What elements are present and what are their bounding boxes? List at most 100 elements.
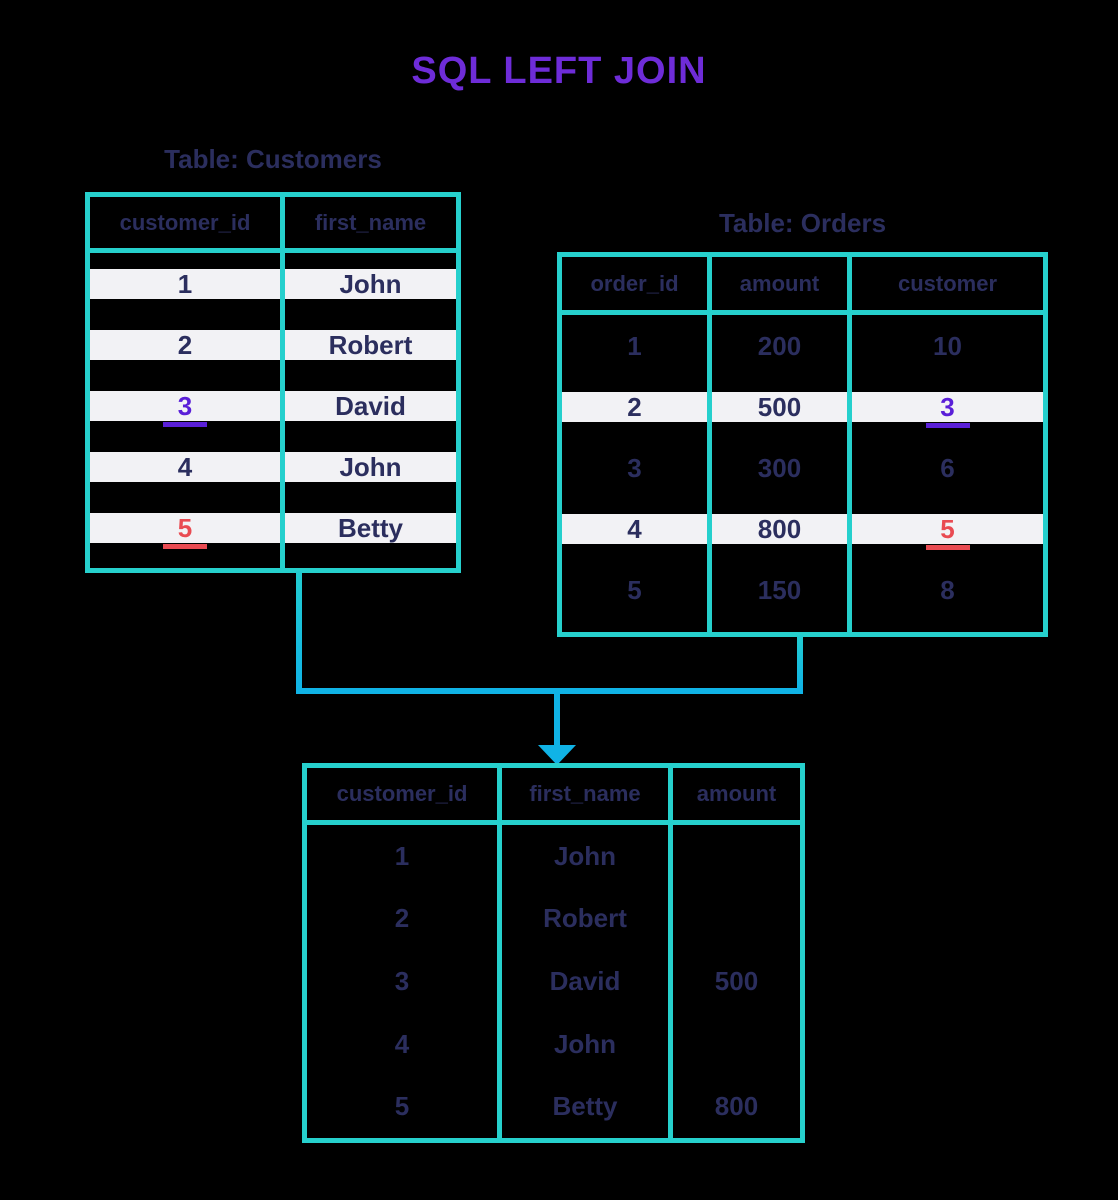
cell-value: 1 (177, 268, 193, 299)
arrow-down-icon (538, 745, 576, 765)
orders-table: order_id amount customer 1 200 10 2 500 … (557, 252, 1048, 637)
result-row: 4 John (307, 1013, 800, 1076)
header-cell-customer-id: customer_id (119, 209, 251, 235)
cell-value: 2 (177, 329, 193, 360)
connector-line-customers (296, 571, 302, 690)
cell-value: 2 (394, 903, 410, 934)
cell-value: 800 (714, 1091, 759, 1122)
header-cell-customer: customer (897, 270, 998, 296)
cell-value: Robert (328, 329, 413, 360)
cell-value: 4 (394, 1028, 410, 1059)
table-cell: Robert (502, 903, 668, 934)
join-key-highlight: 3 (940, 391, 955, 422)
table-cell: 800 (712, 514, 847, 544)
table-cell: 500 (673, 966, 800, 997)
orders-header-row: order_id amount customer (562, 257, 1043, 315)
table-cell: 10 (852, 331, 1043, 361)
result-row: 5 Betty 800 (307, 1075, 800, 1138)
table-cell: 5 (562, 575, 707, 605)
cell-value: 8 (940, 574, 955, 605)
result-header-row: customer_id first_name amount (307, 768, 800, 825)
cell-value: John (553, 1028, 617, 1059)
table-cell: John (502, 841, 668, 872)
customers-row: 1 John (90, 253, 456, 314)
cell-value: 10 (933, 330, 962, 361)
customers-row: 4 John (90, 436, 456, 497)
cell-value: 5 (627, 574, 642, 605)
table-cell: 150 (712, 575, 847, 605)
table-cell: John (502, 1029, 668, 1060)
table-cell: Betty (285, 513, 456, 543)
connector-line-horizontal (296, 688, 803, 694)
table-cell: 4 (307, 1029, 497, 1060)
table-cell: 3 (90, 391, 280, 421)
cell-value: 5 (394, 1091, 410, 1122)
cell-value: Betty (337, 512, 403, 543)
join-key-highlight: 5 (940, 513, 955, 544)
table-cell: Robert (285, 330, 456, 360)
result-row: 3 David 500 (307, 950, 800, 1013)
table-cell: John (285, 269, 456, 299)
orders-row: 4 800 5 (562, 498, 1043, 559)
table-cell: 3 (852, 392, 1043, 422)
cell-value: John (339, 268, 402, 299)
table-cell: 5 (307, 1091, 497, 1122)
join-key-highlight: 3 (177, 390, 193, 421)
table-cell: John (285, 452, 456, 482)
cell-value: 2 (627, 391, 642, 422)
table-cell: 200 (712, 331, 847, 361)
orders-row: 5 150 8 (562, 559, 1043, 620)
cell-value: 1 (394, 840, 410, 871)
cell-value: 150 (757, 574, 802, 605)
cell-value: John (553, 840, 617, 871)
cell-value: 3 (394, 965, 410, 996)
cell-value: Betty (552, 1091, 618, 1122)
cell-value: 500 (757, 391, 802, 422)
column-divider (847, 257, 852, 632)
table-cell: 6 (852, 453, 1043, 483)
table-cell: 4 (90, 452, 280, 482)
cell-value: 6 (940, 452, 955, 483)
table-cell: 500 (712, 392, 847, 422)
table-cell: David (285, 391, 456, 421)
connector-line-orders (797, 635, 803, 690)
table-cell: 800 (673, 1091, 800, 1122)
cell-value: David (335, 390, 406, 421)
column-divider (707, 257, 712, 632)
customers-row: 2 Robert (90, 314, 456, 375)
header-cell-amount: amount (696, 781, 777, 806)
header-cell-amount: amount (739, 270, 820, 296)
table-cell: 2 (307, 903, 497, 934)
orders-row: 3 300 6 (562, 437, 1043, 498)
cell-value: 300 (757, 452, 802, 483)
arrow-stem (554, 693, 560, 746)
header-cell-first-name: first_name (529, 781, 641, 806)
cell-value: 500 (714, 965, 759, 996)
customers-table-label: Table: Customers (164, 144, 382, 174)
table-cell: 1 (562, 331, 707, 361)
cell-value: 800 (757, 513, 802, 544)
table-cell: David (502, 966, 668, 997)
join-key-highlight: 5 (177, 512, 193, 543)
column-divider (668, 768, 673, 1138)
header-cell-customer-id: customer_id (336, 781, 468, 806)
orders-table-label: Table: Orders (718, 208, 887, 238)
cell-value: 200 (757, 330, 802, 361)
header-cell-first-name: first_name (314, 209, 427, 235)
column-divider (497, 768, 502, 1138)
result-table-body: 1 John 2 Robert 3 David 500 4 (307, 825, 800, 1138)
join-result-table: customer_id first_name amount 1 John 2 R… (302, 763, 805, 1143)
table-cell: 2 (562, 392, 707, 422)
table-cell: 3 (307, 966, 497, 997)
table-cell: 300 (712, 453, 847, 483)
cell-value: 3 (627, 452, 642, 483)
result-row: 2 Robert (307, 888, 800, 951)
table-cell: 2 (90, 330, 280, 360)
table-cell: 3 (562, 453, 707, 483)
customers-header-row: customer_id first_name (90, 197, 456, 253)
orders-row: 1 200 10 (562, 315, 1043, 376)
table-cell: 4 (562, 514, 707, 544)
table-cell: 8 (852, 575, 1043, 605)
customers-row: 3 David (90, 375, 456, 436)
